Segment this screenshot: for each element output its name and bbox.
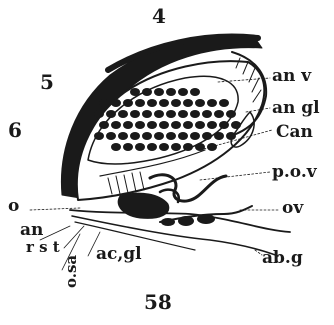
egg bbox=[94, 110, 104, 118]
egg bbox=[159, 143, 169, 151]
egg bbox=[111, 121, 121, 129]
egg bbox=[166, 110, 176, 118]
egg bbox=[214, 110, 224, 118]
egg bbox=[111, 143, 121, 151]
egg bbox=[190, 88, 200, 96]
figure-number-4: 4 bbox=[152, 6, 166, 26]
egg bbox=[142, 132, 152, 140]
egg bbox=[99, 99, 109, 107]
egg bbox=[207, 143, 217, 151]
egg bbox=[195, 121, 205, 129]
egg bbox=[123, 99, 133, 107]
egg bbox=[142, 110, 152, 118]
egg bbox=[178, 110, 188, 118]
figure-number-5: 5 bbox=[40, 72, 54, 92]
egg bbox=[118, 110, 128, 118]
egg bbox=[226, 110, 236, 118]
egg bbox=[183, 121, 193, 129]
label-can: Can bbox=[276, 124, 313, 141]
egg bbox=[207, 99, 217, 107]
egg bbox=[171, 143, 181, 151]
egg bbox=[106, 110, 116, 118]
egg bbox=[183, 99, 193, 107]
figure-number-58: 58 bbox=[144, 292, 172, 312]
label-abg: ab.g bbox=[262, 250, 303, 267]
egg bbox=[171, 121, 181, 129]
egg bbox=[99, 121, 109, 129]
egg bbox=[130, 110, 140, 118]
egg bbox=[154, 88, 164, 96]
egg bbox=[226, 132, 236, 140]
label-acgl: ac,gl bbox=[96, 246, 142, 263]
egg bbox=[154, 110, 164, 118]
label-osa: o.sa bbox=[64, 255, 79, 288]
egg bbox=[123, 121, 133, 129]
label-rst: r s t bbox=[26, 240, 60, 255]
egg bbox=[214, 132, 224, 140]
egg bbox=[135, 121, 145, 129]
label-an-gl: an gl bbox=[272, 100, 320, 117]
egg bbox=[159, 121, 169, 129]
egg bbox=[166, 132, 176, 140]
label-pov: p.o.v bbox=[272, 164, 317, 181]
egg bbox=[147, 121, 157, 129]
egg bbox=[195, 143, 205, 151]
central-mass bbox=[118, 193, 169, 218]
egg bbox=[219, 121, 229, 129]
egg bbox=[142, 88, 152, 96]
egg bbox=[106, 132, 116, 140]
egg bbox=[147, 99, 157, 107]
egg bbox=[171, 99, 181, 107]
egg bbox=[123, 143, 133, 151]
label-an: an bbox=[20, 222, 43, 239]
egg bbox=[202, 110, 212, 118]
egg bbox=[147, 143, 157, 151]
egg bbox=[111, 99, 121, 107]
egg bbox=[195, 99, 205, 107]
label-o: o bbox=[8, 198, 19, 215]
egg bbox=[219, 99, 229, 107]
egg bbox=[159, 99, 169, 107]
egg bbox=[135, 143, 145, 151]
egg bbox=[183, 143, 193, 151]
egg bbox=[190, 110, 200, 118]
egg bbox=[130, 132, 140, 140]
egg bbox=[135, 99, 145, 107]
egg bbox=[154, 132, 164, 140]
egg bbox=[130, 88, 140, 96]
egg bbox=[166, 88, 176, 96]
egg bbox=[94, 132, 104, 140]
figure-number-6: 6 bbox=[8, 120, 22, 140]
label-an-v: an v bbox=[272, 68, 311, 85]
egg bbox=[118, 132, 128, 140]
egg bbox=[190, 132, 200, 140]
egg bbox=[202, 132, 212, 140]
egg bbox=[231, 121, 241, 129]
egg bbox=[207, 121, 217, 129]
egg bbox=[178, 88, 188, 96]
label-ov: ov bbox=[282, 200, 303, 217]
egg bbox=[178, 132, 188, 140]
